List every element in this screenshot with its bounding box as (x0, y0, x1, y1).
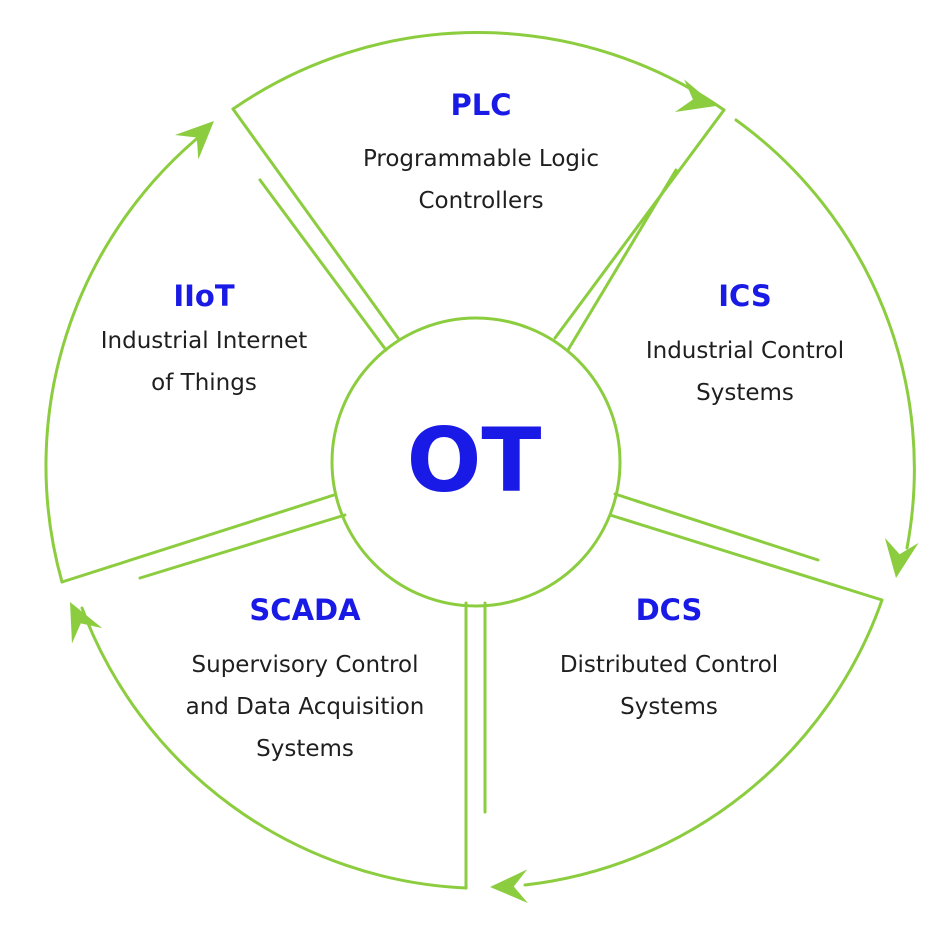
segment-dcs-desc-line-2: Systems (620, 694, 718, 720)
segment-scada-desc-line-1: Supervisory Control (192, 652, 419, 678)
arrow-scada-to-iiot (70, 602, 103, 644)
segment-plc-title: PLC (450, 88, 511, 122)
divider-iiot-bottom (60, 493, 336, 584)
arrow-ics-to-dcs (884, 537, 919, 578)
divider-plc-right (553, 108, 726, 340)
segment-plc-outline (231, 31, 726, 112)
arrow-dcs-to-scada (490, 869, 528, 904)
segment-scada-desc-line-3: Systems (256, 736, 354, 762)
segment-dcs-desc-line-1: Distributed Control (560, 652, 778, 678)
segment-plc-desc-line-1: Programmable Logic (363, 146, 599, 172)
segment-ics-desc-line-2: Systems (696, 380, 794, 406)
divider-iiot-inner (258, 178, 388, 352)
segment-scada-title: SCADA (249, 593, 361, 627)
divider-dcs-top (608, 513, 884, 602)
arrow-plc-to-ics (674, 79, 716, 113)
segment-dcs-outline (523, 598, 884, 887)
segment-scada-outline (80, 606, 468, 890)
segment-scada-desc-line-2: and Data Acquisition (186, 694, 425, 720)
segment-iiot-desc-line-2: of Things (151, 370, 257, 396)
divider-plc-left (231, 107, 400, 340)
segment-iiot-desc-line-1: Industrial Internet (101, 328, 308, 354)
center-circle (330, 316, 622, 608)
segment-ics-title: ICS (718, 279, 772, 313)
divider-ics-inner (566, 168, 678, 352)
segment-dcs-title: DCS (636, 593, 703, 627)
cycle-arrows (70, 79, 919, 904)
center-label: OT (407, 409, 542, 512)
segment-iiot-title: IIoT (173, 279, 235, 313)
segment-outlines (44, 31, 916, 890)
segment-ics-outline (734, 118, 916, 550)
divider-scada-top (138, 513, 347, 580)
segment-iiot-outline (44, 129, 208, 584)
segment-plc-desc-line-2: Controllers (418, 188, 543, 214)
divider-ics-dcs (613, 492, 820, 562)
segment-ics-desc-line-1: Industrial Control (646, 338, 844, 364)
arrow-iiot-to-plc (174, 121, 214, 160)
